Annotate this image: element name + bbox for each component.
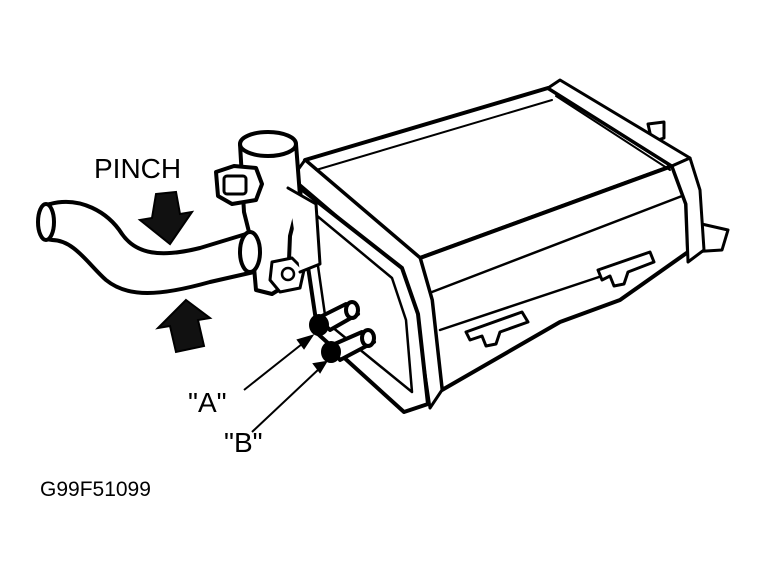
valve-top-cap xyxy=(238,130,298,158)
canister-clip-right xyxy=(596,250,656,288)
vsv-valve xyxy=(214,130,322,296)
figure-code: G99F51099 xyxy=(40,478,151,501)
pinch-label: PINCH xyxy=(94,153,181,184)
port-a xyxy=(309,314,329,336)
charcoal-canister xyxy=(290,78,730,414)
leader-a-arrowhead xyxy=(296,334,315,350)
canister-clip-left xyxy=(464,310,530,348)
port-a-label: "A" xyxy=(188,387,227,418)
pinch-arrow-down-icon xyxy=(137,190,195,246)
leader-lines xyxy=(243,334,328,433)
leader-b-arrowhead xyxy=(312,360,328,374)
canister-ports xyxy=(309,300,376,363)
vent-hose xyxy=(36,199,256,295)
port-b-label: "B" xyxy=(224,427,263,458)
pinch-arrow-up-icon xyxy=(155,298,213,354)
port-b xyxy=(321,341,341,363)
